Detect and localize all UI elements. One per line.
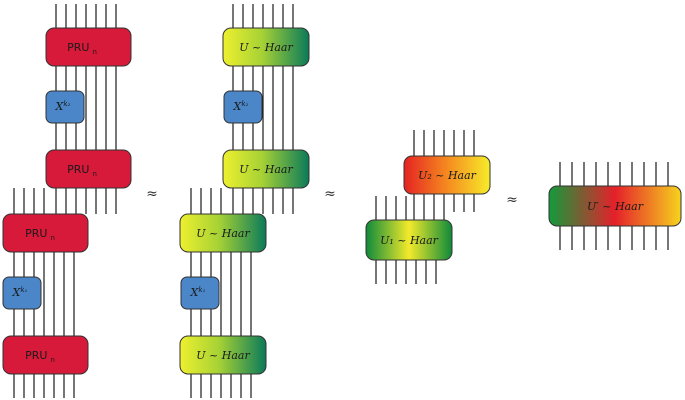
wires <box>559 162 669 250</box>
haar-block-lower: U ~ Haar <box>179 213 267 253</box>
haar-block-mid: U ~ Haar <box>222 149 310 189</box>
u2-label: U₂ ~ Haar <box>418 169 477 182</box>
x-label: X <box>233 100 243 113</box>
svg-text:Xk₂: Xk₂ <box>233 100 249 113</box>
pru-label: PRU <box>25 227 47 240</box>
x-block-k1: Xk₁ <box>180 276 220 310</box>
svg-text:Xk₁: Xk₁ <box>12 286 28 299</box>
u1-haar-block: U₁ ~ Haar <box>365 219 453 261</box>
x-superscript: k₂ <box>241 100 248 108</box>
x-label: X <box>190 286 200 299</box>
pru-label: PRU <box>25 349 47 362</box>
haar-block-bottom: U ~ Haar <box>179 335 267 375</box>
wires <box>13 4 117 398</box>
haar-label: U ~ Haar <box>239 41 293 54</box>
svg-text:Xk₁: Xk₁ <box>190 286 206 299</box>
pru-subscript: n <box>92 48 96 56</box>
svg-text:Xk₂: Xk₂ <box>55 100 71 113</box>
x-label: X <box>55 100 65 113</box>
wires <box>375 130 475 284</box>
x-superscript: k₁ <box>20 286 27 294</box>
haar-label: U ~ Haar <box>239 163 293 176</box>
u2-haar-block: U₂ ~ Haar <box>403 155 491 195</box>
x-label: X <box>12 286 22 299</box>
x-superscript: k₂ <box>63 100 70 108</box>
haar-label: U ~ Haar <box>196 227 250 240</box>
x-block-k1: Xk₁ <box>2 276 42 310</box>
pru-subscript: n <box>50 234 54 242</box>
pru-label: PRU <box>67 41 89 54</box>
x-block-k2: Xk₂ <box>223 90 263 124</box>
column-haar: U ~ Haar Xk₂ U ~ Haar U ~ Haar Xk₁ U ~ H… <box>179 4 310 398</box>
haar-block-top: U ~ Haar <box>222 27 310 67</box>
u1-label: U₁ ~ Haar <box>380 234 439 247</box>
approx-symbol-2: ≈ <box>324 186 336 202</box>
column-two-haar: U₂ ~ Haar U₁ ~ Haar <box>365 130 491 284</box>
pru-label: PRU <box>67 163 89 176</box>
x-block-k2: Xk₂ <box>45 90 85 124</box>
column-single-haar: U′ ~ Haar <box>548 162 682 250</box>
approx-symbol-3: ≈ <box>506 192 518 208</box>
x-superscript: k₁ <box>198 286 205 294</box>
uprime-label: U′ ~ Haar <box>587 200 644 213</box>
haar-label: U ~ Haar <box>196 349 250 362</box>
pru-subscript: n <box>50 356 54 364</box>
pru-subscript: n <box>92 170 96 178</box>
uprime-haar-block: U′ ~ Haar <box>548 185 682 227</box>
approx-symbol-1: ≈ <box>146 186 158 202</box>
